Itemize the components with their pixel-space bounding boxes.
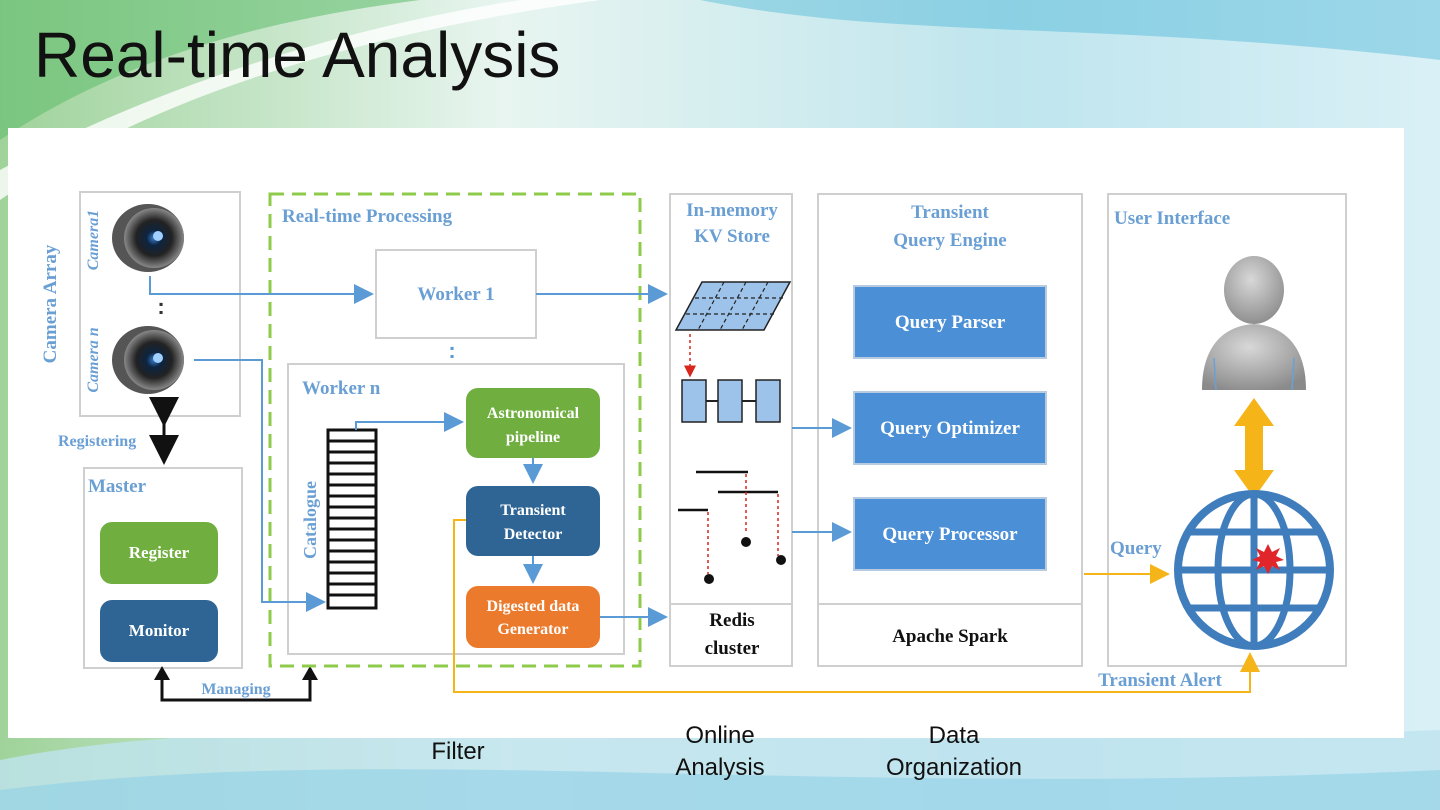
- query-optimizer-label: Query Optimizer: [880, 418, 1020, 439]
- caption-online-analysis: Online Analysis: [650, 720, 790, 784]
- kv-node-chain-icon: [681, 379, 781, 423]
- detector-line1: Transient: [500, 502, 566, 519]
- diagram-panel: Camera Array Camera1 Camera n : Register…: [8, 128, 1404, 738]
- query-engine-title-line2: Query Engine: [893, 230, 1006, 251]
- caption-filter-text: Filter: [431, 738, 485, 765]
- transient-star-icon: [1252, 544, 1284, 574]
- master-group: Master Register Monitor: [83, 467, 243, 669]
- registering-label: Registering: [58, 433, 136, 450]
- managing-arrowhead-right: [302, 666, 318, 680]
- digest-box: [466, 586, 600, 648]
- register-label: Register: [129, 543, 190, 562]
- camera-array-label: Camera Array: [40, 244, 61, 363]
- digest-line1: Digested data: [487, 598, 580, 615]
- managing-label: Managing: [201, 681, 270, 698]
- redis-line2: cluster: [705, 638, 760, 659]
- user-person-icon: [1202, 256, 1306, 391]
- architecture-diagram: Camera Array Camera1 Camera n : Register…: [40, 191, 1347, 702]
- camera1-to-worker1-arrow: [149, 276, 374, 304]
- query-optimizer-box: [853, 391, 1047, 465]
- pipeline-box: [466, 388, 600, 458]
- managing-arrow: [160, 674, 312, 702]
- worker-n-label: Worker n: [302, 378, 381, 399]
- monitor-box: [100, 600, 218, 662]
- query-engine-group: Transient Query Engine Query Parser Quer…: [817, 193, 1083, 667]
- kv-store-box: [669, 193, 793, 667]
- camera-n-label: Camera n: [85, 327, 102, 392]
- monitor-label: Monitor: [129, 621, 190, 640]
- query-parser-box: [853, 285, 1047, 359]
- caption-online-line1: Online: [685, 722, 755, 749]
- kv-store-group: In-memory KV Store Redis cluster: [669, 193, 793, 667]
- realtime-title: Real-time Processing: [282, 206, 453, 227]
- caption-data-organization: Data Organization: [864, 720, 1044, 784]
- query-engine-title-line1: Transient: [911, 202, 989, 223]
- pipeline-line1: Astronomical: [487, 405, 580, 422]
- master-title: Master: [88, 476, 147, 497]
- detector-box: [466, 486, 600, 556]
- catalogue-label: Catalogue: [300, 481, 320, 559]
- caption-data-line1: Data: [928, 722, 980, 749]
- kv-grid-icon: [674, 281, 792, 331]
- query-processor-label: Query Processor: [882, 524, 1018, 545]
- digest-line2: Generator: [497, 621, 568, 638]
- kv-list-icon: [678, 470, 786, 584]
- transient-alert-arrow: [453, 519, 1260, 693]
- camera1-icon: [112, 204, 184, 272]
- transient-alert-label: Transient Alert: [1098, 670, 1222, 691]
- camera-n-to-catalogue-arrow: [194, 359, 326, 612]
- kv-title-line1: In-memory: [686, 200, 778, 221]
- user-interface-box: [1107, 193, 1347, 667]
- blue-connectors: [149, 276, 852, 627]
- catalogue-stack: [326, 428, 378, 610]
- caption-online-line2: Analysis: [675, 754, 765, 781]
- redis-line1: Redis: [709, 610, 754, 631]
- camera-ellipsis: :: [157, 294, 164, 319]
- realtime-dashed-box: [268, 192, 642, 668]
- query-label: Query: [1110, 538, 1162, 559]
- user-interface-group: User Interface Query: [1107, 193, 1347, 667]
- query-processor-box: [853, 497, 1047, 571]
- register-box: [100, 522, 218, 584]
- detector-line2: Detector: [504, 526, 563, 543]
- query-parser-label: Query Parser: [895, 312, 1006, 333]
- slide-title: Real-time Analysis: [34, 19, 561, 91]
- camera-n-icon: [112, 326, 184, 394]
- worker1-label: Worker 1: [417, 284, 494, 305]
- user-interface-title: User Interface: [1114, 208, 1230, 229]
- caption-data-line2: Organization: [885, 754, 1023, 781]
- catalogue-to-pipeline-arrow: [355, 412, 464, 432]
- spark-label: Apache Spark: [892, 626, 1008, 647]
- camera1-label: Camera1: [85, 210, 102, 270]
- camera-array-group: Camera Array Camera1 Camera n :: [40, 191, 241, 417]
- managing-arrowhead-left: [154, 666, 170, 680]
- globe-icon: [1174, 490, 1334, 650]
- caption-filter: Filter: [408, 736, 508, 768]
- pipeline-line2: pipeline: [506, 429, 560, 446]
- worker1-box: [375, 249, 537, 339]
- bidirectional-yellow-arrow: [1234, 398, 1274, 498]
- worker-ellipsis: :: [448, 338, 455, 363]
- kv-title-line2: KV Store: [694, 226, 770, 247]
